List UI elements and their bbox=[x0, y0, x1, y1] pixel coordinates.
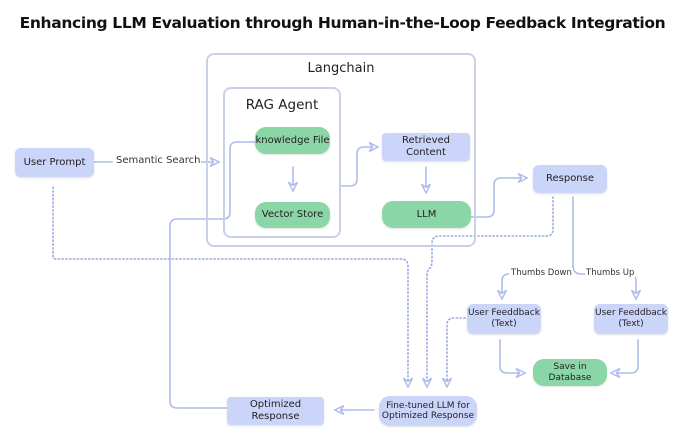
optimized-response-node[interactable]: Optimized Response bbox=[227, 397, 324, 425]
langchain-label: Langchain bbox=[307, 61, 375, 76]
retrieved-content-node[interactable]: Retrieved Content bbox=[382, 133, 470, 161]
llm-node[interactable]: LLM bbox=[382, 201, 471, 228]
dotted-response-to-fine-tuned bbox=[427, 196, 554, 386]
dotted-user-prompt-to-fine-tuned bbox=[52, 186, 408, 386]
response-node[interactable]: Response bbox=[533, 165, 607, 193]
diagram-title: Enhancing LLM Evaluation through Human-i… bbox=[19, 14, 666, 32]
vector-store-label: Vector Store bbox=[261, 209, 324, 220]
feedback-thumbs-down-label: User Feeddback (Text) bbox=[468, 308, 540, 329]
save-in-database-node[interactable]: Save in Database bbox=[533, 359, 607, 386]
feedback-thumbs-down-node[interactable]: User Feeddback (Text) bbox=[467, 304, 541, 334]
edge-feedback-up-to-db bbox=[612, 339, 639, 373]
feedback-thumbs-up-label: User Feeddback (Text) bbox=[595, 308, 667, 329]
dotted-feedback-to-fine-tuned bbox=[447, 317, 466, 386]
user-prompt-node[interactable]: User Prompt bbox=[15, 148, 94, 177]
user-prompt-label: User Prompt bbox=[23, 156, 86, 168]
knowledge-file-node[interactable]: knowledge File bbox=[255, 127, 330, 154]
response-label: Response bbox=[545, 173, 595, 184]
edge-thumbs-down-branch bbox=[502, 273, 510, 298]
save-in-database-label: Save in Database bbox=[548, 361, 592, 383]
vector-store-node[interactable]: Vector Store bbox=[255, 202, 330, 228]
feedback-thumbs-up-node[interactable]: User Feeddback (Text) bbox=[594, 304, 668, 334]
thumbs-up-label: Thumbs Up bbox=[585, 268, 636, 278]
fine-tuned-llm-label: Fine-tuned LLM for Optimized Response bbox=[381, 400, 475, 421]
edge-response-stem bbox=[560, 196, 574, 275]
semantic-search-label: Semantic Search bbox=[115, 155, 202, 166]
fine-tuned-llm-node[interactable]: Fine-tuned LLM for Optimized Response bbox=[379, 396, 477, 426]
edge-llm-to-response bbox=[470, 178, 526, 218]
rag-agent-container: RAG Agent bbox=[223, 87, 341, 238]
knowledge-file-label: knowledge File bbox=[255, 134, 330, 146]
rag-agent-label: RAG Agent bbox=[245, 97, 319, 113]
edge-optimized-to-knowledge-file bbox=[169, 142, 268, 409]
langchain-container: Langchain bbox=[206, 53, 476, 247]
edge-feedback-down-to-db bbox=[499, 339, 524, 373]
edge-rag-to-retrieved bbox=[340, 147, 377, 187]
retrieved-content-label: Retrieved Content bbox=[401, 135, 451, 158]
llm-label: LLM bbox=[416, 208, 437, 220]
thumbs-down-label: Thumbs Down bbox=[510, 268, 573, 278]
edge-response-stem-right bbox=[572, 265, 586, 275]
optimized-response-label: Optimized Response bbox=[249, 399, 302, 422]
